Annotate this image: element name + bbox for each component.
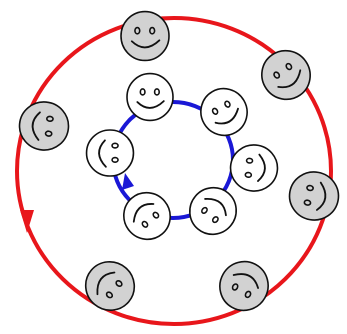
inner-face-left (87, 130, 134, 176)
face-outline (211, 253, 277, 319)
outer-face-right (286, 168, 343, 224)
face-outline (180, 178, 245, 244)
face-outline (192, 80, 255, 144)
face-outline (76, 252, 144, 320)
outer-face-lower-right (211, 253, 277, 319)
face-outline (229, 143, 280, 193)
face-outline (127, 74, 173, 121)
face-outline (121, 12, 169, 61)
inner-ring-arrow-icon (122, 173, 134, 190)
inner-face-top-left (127, 74, 173, 121)
inner-face-right (229, 143, 280, 193)
outer-face-upper-right (252, 41, 319, 109)
inner-faces (87, 74, 280, 249)
inner-face-top-right (192, 80, 255, 144)
face-outline (286, 168, 343, 224)
outer-ring-arrow-icon (20, 210, 34, 233)
face-outline (252, 41, 319, 109)
outer-face-top (121, 12, 169, 61)
outer-face-left (18, 100, 71, 152)
outer-face-lower-left (76, 252, 144, 320)
face-outline (18, 100, 71, 152)
inner-face-bottom-right (180, 178, 245, 244)
face-outline (87, 130, 134, 176)
